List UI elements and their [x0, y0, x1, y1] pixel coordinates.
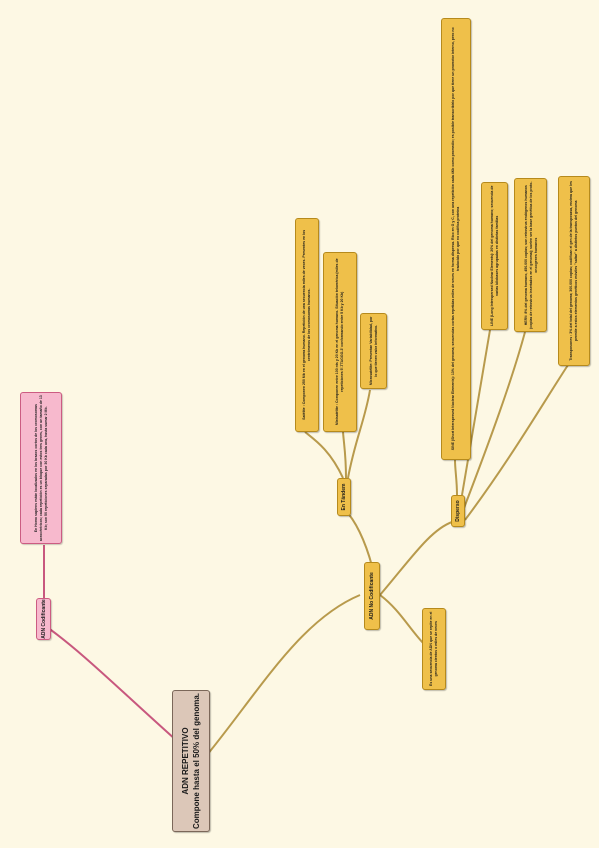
line-node[interactable]: LINE (Long Interspersed Nuclear Elements…	[481, 182, 508, 330]
link-dispersed-transposons	[464, 364, 569, 521]
link-noncoding-tandem	[344, 509, 373, 567]
minisatellite-node[interactable]: Minisatélite : Componen entre 100 nts y …	[323, 252, 357, 432]
root-title: ADN REPETITIVO	[181, 727, 190, 795]
tandem-node[interactable]: En Tándem	[337, 478, 351, 516]
link-dispersed-herv	[463, 331, 526, 509]
sine-text: SINE (Short Interspersed Nuclear Element…	[451, 27, 460, 451]
definition-text: Es una secuencia de ADN que se repite en…	[429, 611, 438, 687]
link-tandem-minisatellite	[342, 431, 347, 479]
link-dispersed-sine	[454, 459, 458, 496]
dispersed-node[interactable]: Disperso	[451, 495, 465, 527]
link-noncoding-dispersed	[379, 521, 453, 596]
satellite-node[interactable]: Satélite : Componen 250 Mb en el genoma …	[295, 218, 319, 432]
transposons-text: Transposones : 3% del total del genoma; …	[569, 181, 578, 361]
link-root-coding	[43, 624, 177, 741]
link-tandem-microsatellite	[347, 389, 371, 479]
link-noncoding-definition	[379, 594, 426, 646]
transposons-node[interactable]: Transposones : 3% del total del genoma; …	[558, 176, 590, 366]
coding-detail: En Homo sapiens están localizados en los…	[33, 395, 48, 541]
sine-node[interactable]: SINE (Short Interspersed Nuclear Element…	[441, 18, 471, 460]
link-root-noncoding	[206, 594, 361, 756]
noncoding-node[interactable]: ADN No Codificante	[364, 562, 380, 630]
line-text: LINE (Long Interspersed Nuclear Elements…	[489, 185, 499, 327]
coding-label: ADN Codificante	[40, 599, 47, 639]
coding-detail-node[interactable]: En Homo sapiens están localizados en los…	[20, 392, 62, 544]
tandem-label: En Tándem	[341, 483, 347, 511]
root-node[interactable]: ADN REPETITIVO Compone hasta el 50% del …	[172, 690, 210, 832]
definition-node[interactable]: Es una secuencia de ADN que se repite en…	[422, 608, 446, 690]
microsatellite-text: Microsatélite: Presentan Variabilidad, p…	[368, 316, 378, 386]
herv-text: HERV: 8% del genoma humano, 450.000 copi…	[523, 181, 537, 329]
coding-node[interactable]: ADN Codificante	[36, 598, 51, 640]
noncoding-label: ADN No Codificante	[369, 572, 375, 620]
microsatellite-node[interactable]: Microsatélite: Presentan Variabilidad, p…	[360, 313, 387, 389]
link-tandem-satellite	[304, 431, 344, 479]
minisatellite-text: Minisatélite : Componen entre 100 nts y …	[335, 258, 344, 426]
dispersed-label: Disperso	[455, 500, 461, 522]
herv-node[interactable]: HERV: 8% del genoma humano, 450.000 copi…	[514, 178, 547, 332]
satellite-text: Satélite : Componen 250 Mb en el genoma …	[302, 229, 311, 421]
root-subtitle: Compone hasta el 50% del genoma.	[192, 692, 201, 830]
link-dispersed-line	[461, 329, 491, 496]
